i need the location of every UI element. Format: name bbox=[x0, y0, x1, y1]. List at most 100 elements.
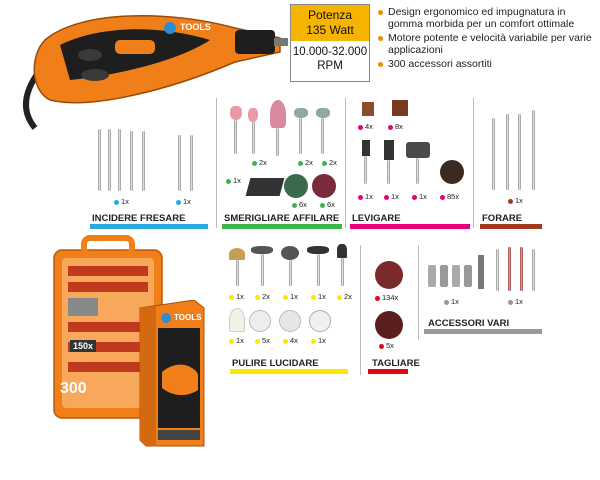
sanding-drum bbox=[362, 140, 370, 156]
section-levigare: 4x 8x 1x 1x 1x 85x bbox=[350, 98, 470, 213]
drill-bit bbox=[518, 114, 521, 190]
sanding-drum bbox=[384, 140, 394, 160]
wire-brush bbox=[229, 248, 245, 260]
qty-label: 2x bbox=[298, 158, 313, 167]
collet bbox=[464, 265, 472, 287]
sanding-mandrel bbox=[416, 158, 419, 184]
qty-label: 1x bbox=[444, 297, 459, 306]
tool-collet bbox=[274, 38, 288, 46]
grinding-shaft bbox=[234, 120, 237, 154]
qty-label: 1x bbox=[114, 197, 129, 206]
feature-list: Design ergonomico ed impugnatura in gomm… bbox=[378, 6, 598, 72]
section-label-forare: FORARE bbox=[482, 213, 523, 224]
engraving-bit bbox=[130, 131, 133, 191]
tool-slot bbox=[115, 40, 155, 54]
felt-bob bbox=[229, 308, 245, 332]
separator bbox=[418, 245, 419, 340]
wrench-icon bbox=[478, 255, 484, 289]
qty-label: 2x bbox=[322, 158, 337, 167]
engraving-bit bbox=[98, 129, 101, 191]
drill-bit bbox=[506, 114, 509, 190]
drill-bit bbox=[532, 110, 535, 190]
brush-shaft bbox=[317, 254, 320, 286]
engraving-bit bbox=[118, 129, 121, 191]
qty-label: 85x bbox=[440, 192, 459, 201]
qty-label: 1x bbox=[358, 192, 373, 201]
grinding-stone bbox=[316, 108, 330, 118]
qty-label: 5x bbox=[255, 336, 270, 345]
drill-bit bbox=[492, 118, 495, 190]
product-box-drawing bbox=[139, 299, 205, 447]
qty-label: 6x bbox=[292, 200, 307, 209]
section-tagliare: 134x 5x bbox=[365, 255, 415, 355]
grinding-stone bbox=[230, 106, 242, 120]
wire-wheel bbox=[307, 246, 329, 254]
polishing-wheel bbox=[249, 310, 271, 332]
grinding-shaft bbox=[321, 118, 324, 154]
section-smerigliare: 2x 2x 2x 1x 6x 6x bbox=[222, 100, 342, 215]
section-label-smerigliare: SMERIGLIARE AFFILARE bbox=[224, 213, 340, 224]
feature-item: Motore potente e velocità variabile per … bbox=[378, 32, 598, 56]
rotary-tool-image: TOOLS bbox=[0, 0, 290, 130]
qty-label: 2x bbox=[252, 158, 267, 167]
qty-label: 1x bbox=[176, 197, 191, 206]
engraving-bit bbox=[142, 131, 145, 191]
section-bar-incidere bbox=[90, 224, 208, 229]
grinding-shaft bbox=[299, 118, 302, 154]
collet bbox=[452, 265, 460, 287]
sanding-band bbox=[362, 102, 374, 116]
section-forare: 1x bbox=[478, 110, 558, 210]
grinding-disc bbox=[312, 174, 336, 198]
tool-vent bbox=[78, 49, 102, 61]
sanding-mandrel bbox=[387, 160, 390, 184]
section-label-levigare: LEVIGARE bbox=[352, 213, 401, 224]
tool-grip bbox=[60, 29, 210, 80]
mandrel bbox=[508, 247, 511, 291]
section-accessori: 1x 1x bbox=[422, 245, 552, 315]
section-label-tagliare: TAGLIARE bbox=[372, 358, 420, 369]
power-spec-box: Potenza 135 Watt 10.000-32.000 RPM bbox=[290, 4, 370, 82]
box-brand: TOOLS bbox=[174, 313, 202, 322]
cutting-disc bbox=[375, 311, 403, 339]
qty-label: 8x bbox=[388, 122, 403, 131]
polishing-wheel bbox=[279, 310, 301, 332]
case-badge-text: 150x bbox=[73, 341, 94, 351]
case-count-text: 300 bbox=[60, 380, 87, 397]
engraving-bit bbox=[108, 129, 111, 191]
qty-label: 1x bbox=[283, 292, 298, 301]
section-label-incidere: INCIDERE FRESARE bbox=[92, 213, 186, 224]
feature-item: 300 accessori assortiti bbox=[378, 58, 598, 70]
section-bar-forare bbox=[480, 224, 542, 229]
end-brush bbox=[337, 244, 347, 258]
collet bbox=[428, 265, 436, 287]
power-spec-header: Potenza 135 Watt bbox=[291, 5, 369, 41]
collet bbox=[440, 265, 448, 287]
sanding-mandrel bbox=[364, 156, 367, 184]
sanding-band bbox=[392, 100, 408, 116]
accessory-case: 150x 300 bbox=[48, 232, 168, 422]
flap-wheel bbox=[406, 142, 430, 158]
polishing-pad bbox=[309, 310, 331, 332]
section-pulire: 1x 2x 1x 1x 2x 1x 5x 4x 1x bbox=[225, 244, 355, 359]
qty-label: 2x bbox=[337, 292, 352, 301]
separator bbox=[473, 98, 474, 228]
milling-bit bbox=[190, 135, 193, 191]
qty-label: 1x bbox=[229, 336, 244, 345]
rpm-spec: 10.000-32.000 RPM bbox=[291, 41, 369, 73]
case-badge: 150x bbox=[70, 340, 97, 352]
rpm-unit: RPM bbox=[317, 60, 343, 72]
tool-brand: TOOLS bbox=[180, 22, 211, 32]
qty-label: 134x bbox=[375, 293, 398, 302]
qty-label: 1x bbox=[229, 292, 244, 301]
qty-label: 1x bbox=[508, 297, 523, 306]
qty-label: 1x bbox=[384, 192, 399, 201]
qty-label: 2x bbox=[255, 292, 270, 301]
section-bar-pulire bbox=[230, 369, 348, 374]
brush-shaft bbox=[341, 258, 344, 286]
qty-label: 1x bbox=[311, 336, 326, 345]
rpm-range: 10.000-32.000 bbox=[292, 46, 368, 58]
sharpening-stone bbox=[245, 178, 285, 196]
qty-label: 1x bbox=[508, 196, 523, 205]
grinding-stone bbox=[270, 100, 286, 128]
separator bbox=[360, 245, 361, 375]
